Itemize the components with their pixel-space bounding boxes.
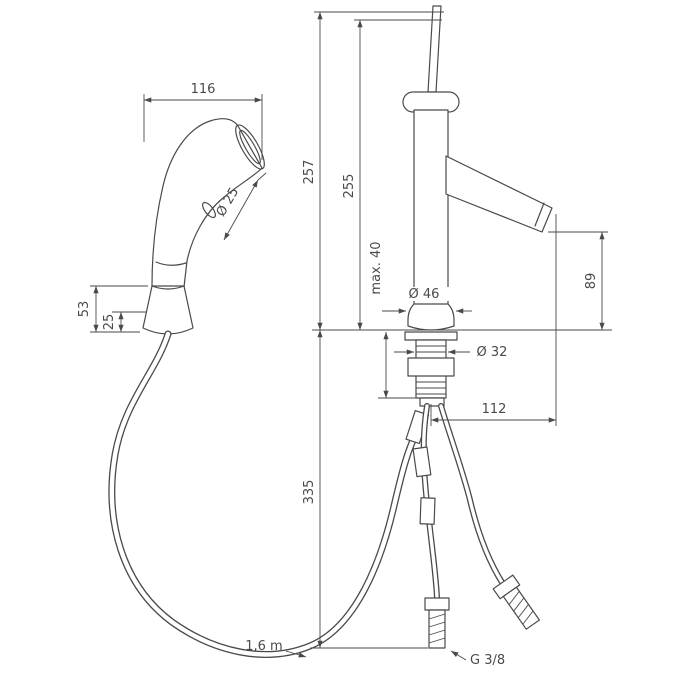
dimension-length-below-deck: 335 <box>302 330 428 649</box>
dim-label-connection-thread: G 3/8 <box>470 653 505 668</box>
hose-crimp-sleeve <box>412 446 432 478</box>
faucet-handle-lever <box>427 5 442 93</box>
dim-label-max-mounting-thickness: max. 40 <box>369 241 384 294</box>
faucet-spout <box>445 155 553 233</box>
holder-cone <box>142 285 194 335</box>
dimension-connection-thread: G 3/8 <box>450 650 505 668</box>
dim-label-spout-reach: 112 <box>482 402 507 417</box>
spout-aerator-line <box>534 202 545 227</box>
shower-hose <box>108 330 430 658</box>
dimension-height-to-handle: 255 <box>342 19 442 330</box>
dimension-spout-reach: 112 <box>430 214 557 426</box>
dim-label-shank-diameter: Ø 32 <box>477 345 508 360</box>
handle-joint-line <box>155 261 187 266</box>
dimension-base-diameter: Ø 46 <box>382 287 472 314</box>
faucet-body <box>413 109 449 307</box>
shower-holder <box>142 285 194 335</box>
supply-hoses <box>412 403 506 601</box>
dimension-max-mounting-thickness: max. 40 <box>369 241 416 399</box>
faucet-handle-cap <box>402 91 460 113</box>
mounting-shank <box>404 331 458 407</box>
dim-label-spray-width: 116 <box>191 82 216 97</box>
faucet <box>402 5 553 331</box>
holder-top-rim <box>151 285 185 290</box>
hand-shower <box>151 118 265 288</box>
dimension-height-overall: 257 <box>302 11 444 330</box>
dimension-shank-diameter: Ø 32 <box>394 345 507 360</box>
mounting-nut <box>407 357 455 377</box>
hose-crimp-sleeve <box>419 497 436 525</box>
hose-connector-bottom <box>424 597 450 649</box>
dimension-holder-depth: 25 <box>102 311 146 332</box>
spray-face-inner <box>239 129 261 165</box>
mounting-washer <box>404 331 458 341</box>
dimension-holder-height: 53 <box>77 285 148 333</box>
dim-label-spout-height: 89 <box>584 273 599 290</box>
hose-connector-right <box>492 574 540 630</box>
dim-label-height-overall: 257 <box>302 160 317 185</box>
spray-button <box>202 201 216 219</box>
dim-label-base-diameter: Ø 46 <box>409 287 440 302</box>
faucet-base <box>407 303 455 331</box>
dim-label-length-below-deck: 335 <box>302 480 317 505</box>
dimension-hose-length: 1,6 m <box>245 639 307 658</box>
dim-label-height-to-handle: 255 <box>342 174 357 199</box>
dimension-spout-height: 89 <box>548 231 608 330</box>
dim-label-holder-depth: 25 <box>102 314 117 331</box>
dimension-spray-width: 116 <box>143 82 263 160</box>
dim-label-hose-length: 1,6 m <box>245 639 282 654</box>
dim-label-holder-height: 53 <box>77 301 92 318</box>
shank-adapter <box>419 397 445 407</box>
spray-face-outer <box>235 124 265 170</box>
